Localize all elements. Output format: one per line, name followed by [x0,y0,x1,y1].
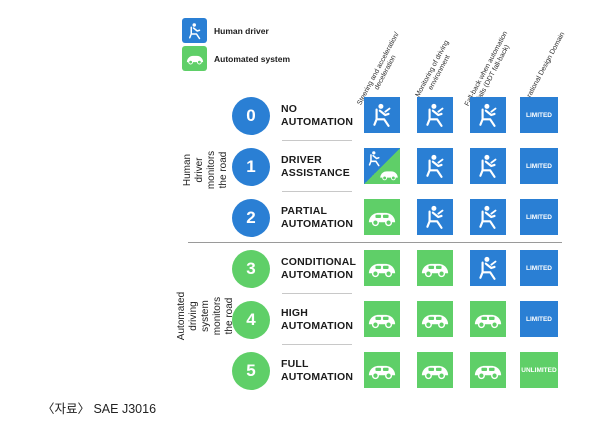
level-number-badge: 3 [232,250,270,288]
level-number-badge: 4 [232,301,270,339]
human-driver-icon [426,205,444,229]
cell-monitoring [417,352,453,388]
level-number-badge: 5 [232,352,270,390]
cell-steering [364,199,400,235]
cell-monitoring [417,148,453,184]
level-name: DRIVER ASSISTANCE [281,154,350,179]
cell-steering [364,301,400,337]
row-divider [282,344,352,345]
automated-car-icon [368,263,396,277]
human-driver-icon [479,154,497,178]
automated-car-icon [421,365,449,379]
cell-monitoring [417,199,453,235]
cell-odd: LIMITED [520,199,558,235]
automated-car-icon [421,263,449,277]
automated-car-icon [379,168,399,181]
human-driver-legend-icon [182,18,207,43]
cell-steering [364,148,400,184]
human-driver-icon [426,103,444,127]
level-number-badge: 2 [232,199,270,237]
cell-monitoring [417,250,453,286]
level-name: CONDITIONAL AUTOMATION [281,256,357,281]
group-label-human: Human driver monitors the road [182,150,229,190]
cell-monitoring [417,97,453,133]
level-number-badge: 0 [232,97,270,135]
legend-auto: Automated system [182,46,290,71]
legend-human-label: Human driver [214,25,269,36]
cell-fallback [470,250,506,286]
cell-monitoring [417,301,453,337]
level-name: HIGH AUTOMATION [281,307,354,332]
row-divider [282,293,352,294]
human-driver-icon [366,150,383,167]
cell-fallback [470,199,506,235]
level-name: NO AUTOMATION [281,103,354,128]
level-number-badge: 1 [232,148,270,186]
cell-odd: UNLIMITED [520,352,558,388]
automated-car-icon [421,314,449,328]
cell-fallback [470,301,506,337]
cell-fallback [470,97,506,133]
cell-odd: LIMITED [520,148,558,184]
level-name: FULL AUTOMATION [281,358,354,383]
cell-steering [364,352,400,388]
cell-odd: LIMITED [520,301,558,337]
cell-steering [364,250,400,286]
cell-fallback [470,148,506,184]
cell-odd: LIMITED [520,250,558,286]
source-caption: 〈자료〉 SAE J3016 [42,402,157,416]
automated-car-icon [474,314,502,328]
row-divider [282,191,352,192]
cell-steering [364,97,400,133]
column-header-odd: Operational Design Domain [519,31,567,111]
human-driver-icon [426,154,444,178]
cell-odd: LIMITED [520,97,558,133]
automated-car-icon [368,365,396,379]
legend-auto-label: Automated system [214,53,291,64]
group-label-auto: Automated driving system monitors the ro… [176,291,235,341]
group-divider [188,242,562,243]
human-driver-icon [479,103,497,127]
row-divider [282,140,352,141]
human-driver-icon [373,103,391,127]
automated-car-icon [368,314,396,328]
automated-car-icon [474,365,502,379]
automated-car-legend-icon [182,46,207,71]
automated-car-icon [368,212,396,226]
cell-fallback [470,352,506,388]
human-driver-icon [479,205,497,229]
human-driver-icon [479,256,497,280]
level-name: PARTIAL AUTOMATION [281,205,354,230]
legend-human: Human driver [182,18,269,43]
